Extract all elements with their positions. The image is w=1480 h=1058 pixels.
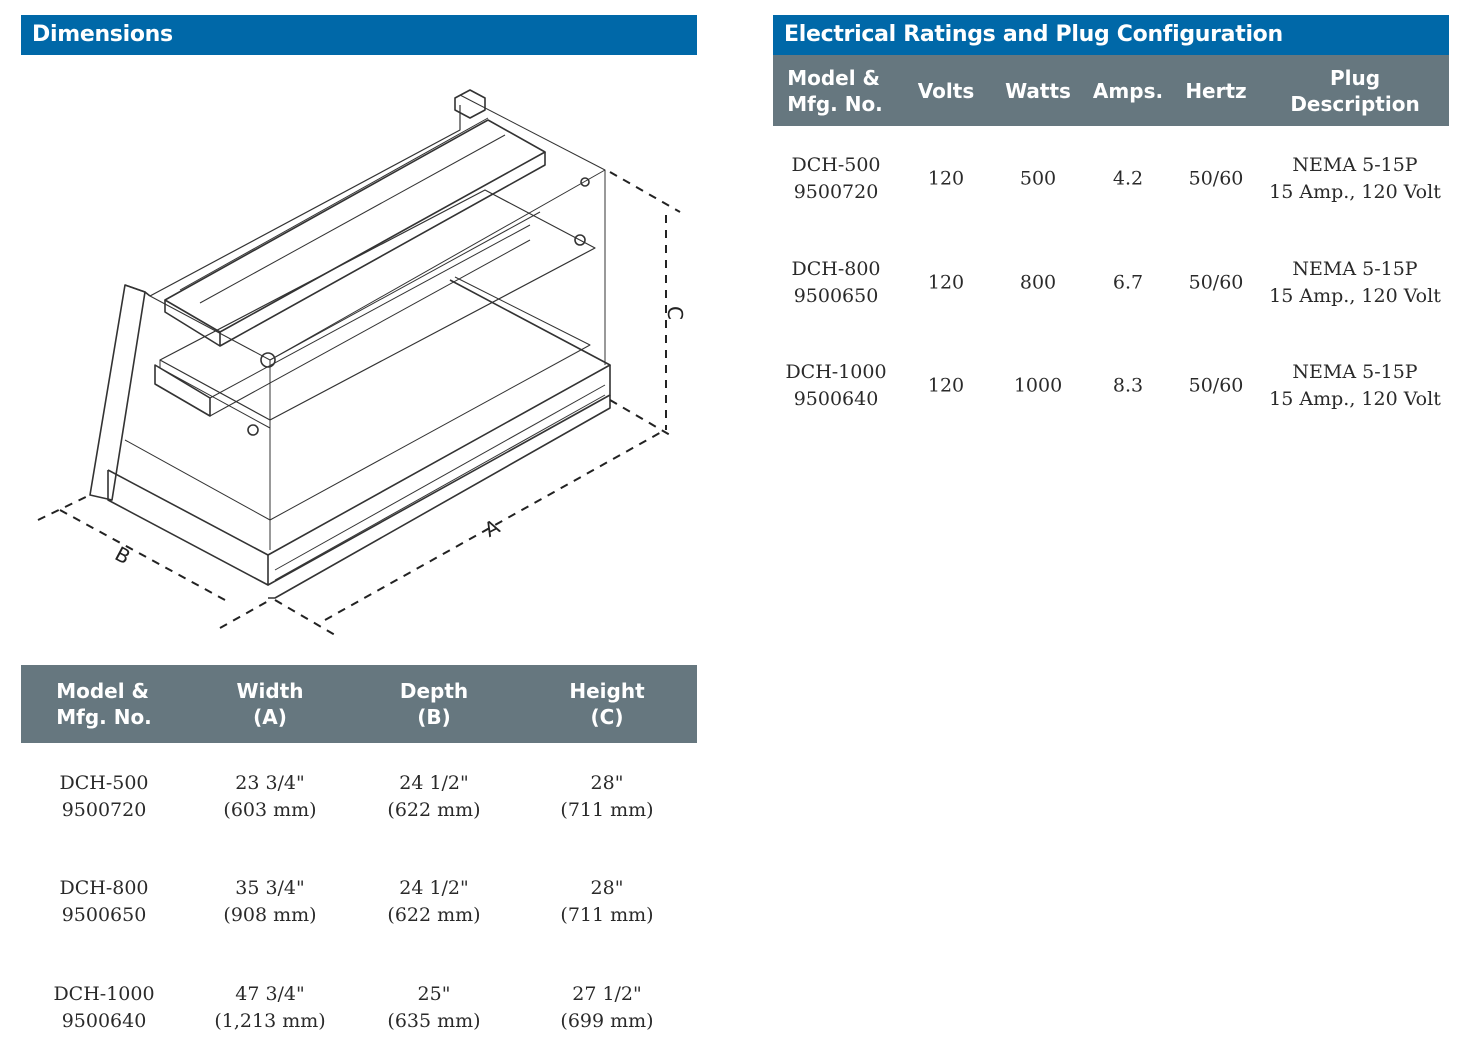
header-width: Width(A) bbox=[236, 679, 304, 729]
dimensions-table-header: Model &Mfg. No. Width(A) Depth(B) Height… bbox=[21, 665, 697, 743]
dimensions-title: Dimensions bbox=[21, 15, 697, 55]
electrical-table-header: Model &Mfg. No. Volts Watts Amps. Hertz … bbox=[773, 55, 1449, 126]
header-watts: Watts bbox=[1005, 78, 1071, 103]
electrical-title: Electrical Ratings and Plug Configuratio… bbox=[773, 15, 1449, 55]
display-case-dimension-diagram: A B C bbox=[37, 89, 687, 636]
header-model: Model &Mfg. No. bbox=[787, 65, 883, 116]
header-model: Model &Mfg. No. bbox=[56, 679, 152, 729]
header-amps: Amps. bbox=[1092, 78, 1164, 103]
header-volts: Volts bbox=[917, 78, 975, 103]
header-hertz: Hertz bbox=[1185, 78, 1247, 103]
header-depth: Depth(B) bbox=[399, 679, 469, 729]
dimension-label-c: C bbox=[663, 306, 687, 320]
header-height: Height(C) bbox=[569, 679, 645, 729]
